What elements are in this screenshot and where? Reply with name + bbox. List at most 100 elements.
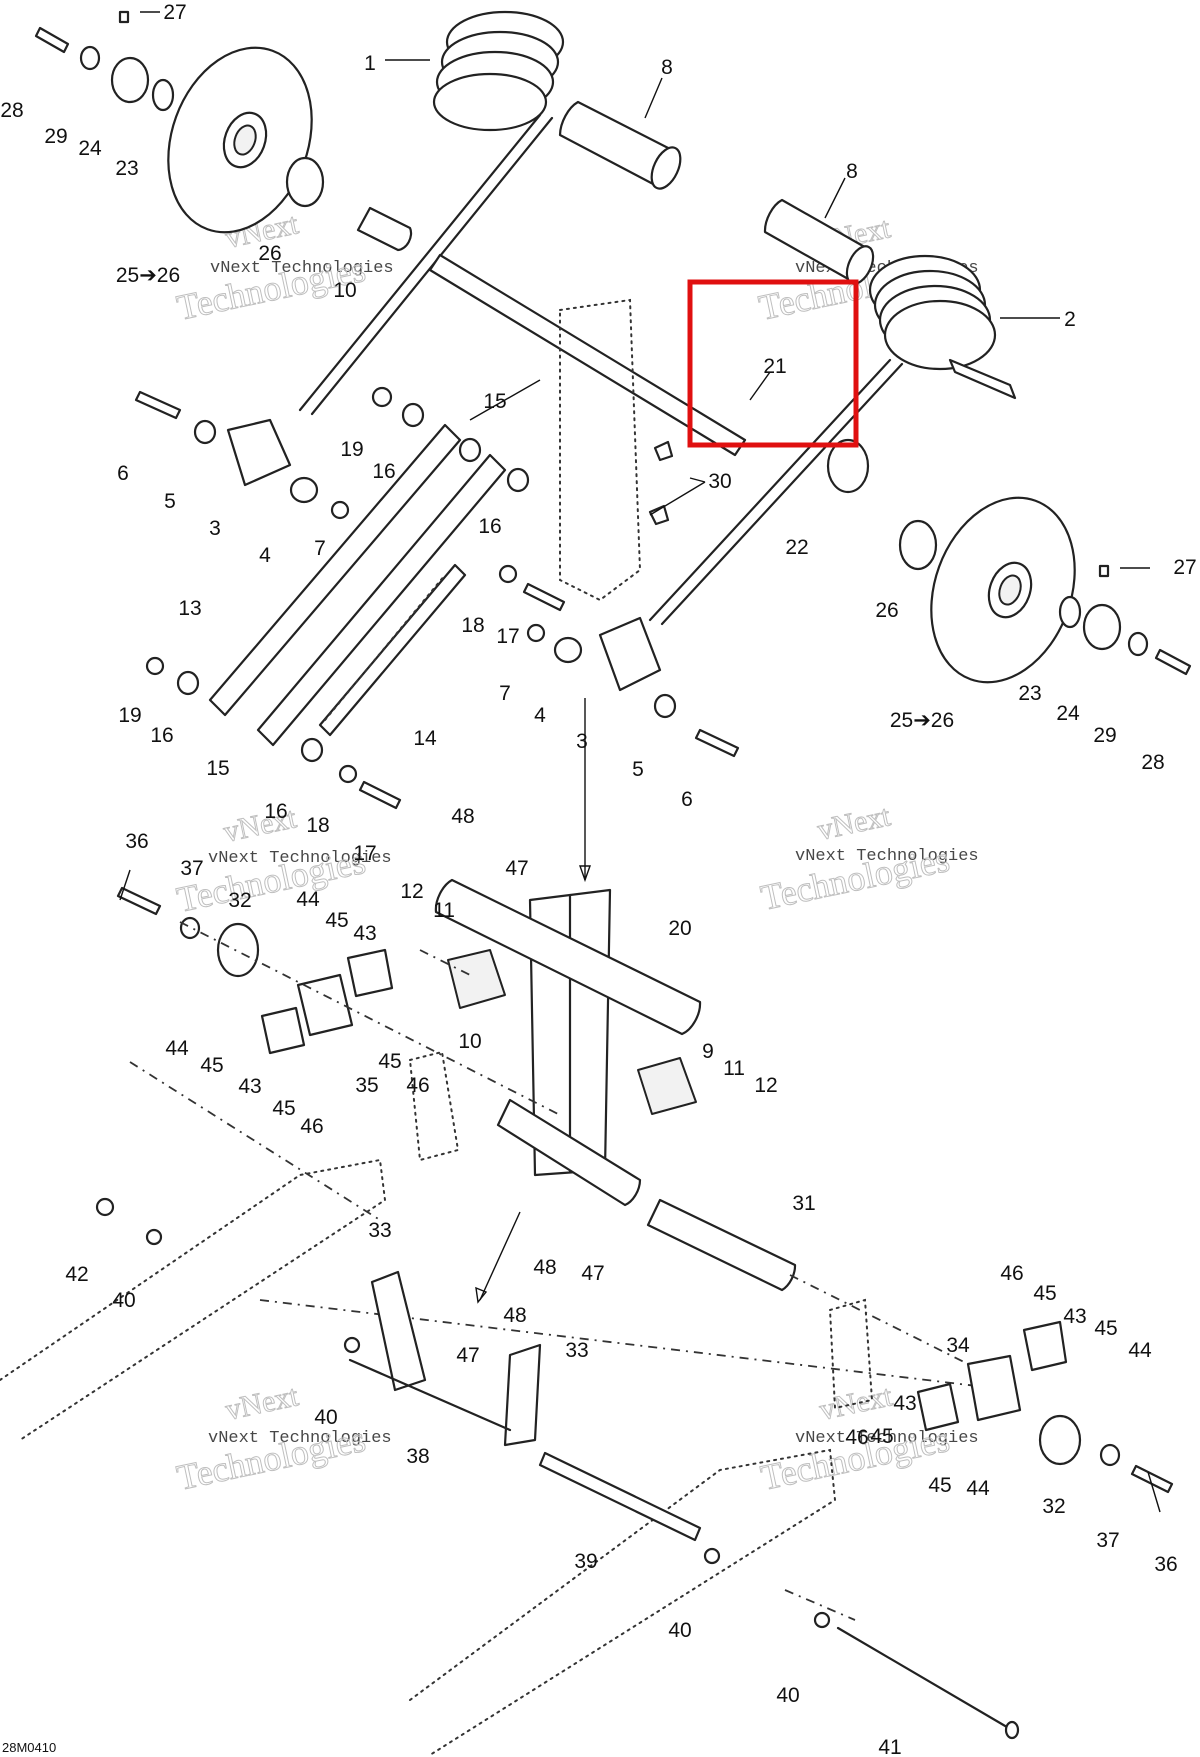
part-callout-c47b: 47 bbox=[581, 1262, 604, 1285]
bushing-16-bottom bbox=[176, 670, 200, 696]
set-screw-27 bbox=[118, 10, 130, 24]
rod-41-end bbox=[1004, 1720, 1020, 1740]
part-callout-c12b: 12 bbox=[754, 1074, 777, 1097]
watermark-text: vNext bbox=[223, 1379, 302, 1427]
nut-19-bottom bbox=[145, 656, 165, 676]
bearing-26b bbox=[898, 519, 938, 571]
washer-40-c bbox=[703, 1547, 721, 1565]
part-callout-c43c: 43 bbox=[1063, 1305, 1086, 1328]
watermark-text: vNext Technologies bbox=[795, 1429, 979, 1448]
block-9 bbox=[637, 1057, 697, 1115]
part-callout-c46d: 46 bbox=[845, 1426, 868, 1449]
upper-assembly bbox=[34, 10, 1192, 810]
part-callout-c43d: 43 bbox=[893, 1392, 916, 1415]
part-callout-c27b: 27 bbox=[1173, 556, 1196, 579]
part-callout-c25a: 25➔26 bbox=[116, 264, 180, 287]
part-callout-c37a: 37 bbox=[180, 857, 203, 880]
part-callout-c16d: 16 bbox=[264, 800, 287, 823]
bushing-16-top bbox=[401, 402, 425, 428]
part-callout-c30: 30 bbox=[708, 470, 731, 493]
part-callout-c10a: 10 bbox=[333, 279, 356, 302]
part-callout-c37b: 37 bbox=[1096, 1529, 1119, 1552]
part-callout-c44c: 44 bbox=[1128, 1339, 1152, 1362]
shaft-39 bbox=[538, 1451, 702, 1542]
mount-plate-left bbox=[408, 1050, 460, 1162]
part-callout-c11b: 11 bbox=[723, 1057, 745, 1080]
watermark-text: vNext Technologies bbox=[208, 1429, 392, 1448]
part-callout-c18a: 18 bbox=[461, 614, 484, 637]
watermark-4: vNext vNext Technologies Technologies bbox=[757, 799, 979, 919]
part-callout-c5a: 5 bbox=[164, 490, 176, 513]
part-callout-c45b: 45 bbox=[378, 1050, 401, 1073]
part-callout-c28b: 28 bbox=[1141, 751, 1164, 774]
part-callout-c14: 14 bbox=[413, 727, 437, 750]
part-callout-c43a: 43 bbox=[353, 922, 376, 945]
part-callout-c24a: 24 bbox=[78, 137, 102, 160]
part-callout-c21[interactable]: 21 bbox=[763, 355, 786, 378]
part-callout-c12a: 12 bbox=[400, 880, 423, 903]
washer-18-top bbox=[498, 564, 518, 584]
watermark-text: vNext bbox=[817, 1379, 896, 1427]
tube-lower bbox=[496, 1098, 642, 1207]
bracket-38b bbox=[503, 1343, 542, 1447]
part-callout-c8b: 8 bbox=[846, 160, 858, 183]
part-callout-c38: 38 bbox=[406, 1445, 429, 1468]
part-callout-c45f: 45 bbox=[1094, 1317, 1117, 1340]
nut-19-top bbox=[371, 386, 393, 408]
part-callout-c44a: 44 bbox=[296, 888, 320, 911]
bushing-32-right bbox=[1038, 1414, 1082, 1466]
spacer-24 bbox=[110, 56, 150, 104]
link-bar-13 bbox=[256, 453, 507, 747]
ring-23b bbox=[1058, 595, 1082, 629]
part-callout-c26b: 26 bbox=[875, 599, 898, 622]
block-43-right-top bbox=[1022, 1320, 1068, 1372]
part-callout-c4b: 4 bbox=[534, 704, 546, 727]
part-callout-c36b: 36 bbox=[1154, 1553, 1177, 1576]
screw-30-a bbox=[653, 440, 674, 462]
tube-20 bbox=[434, 878, 702, 1036]
figure-reference-code: 28M0410 bbox=[2, 1740, 56, 1755]
part-callout-c18b: 18 bbox=[306, 814, 329, 837]
part-callout-c45c: 45 bbox=[200, 1054, 223, 1077]
lower-assembly bbox=[0, 1158, 1174, 1756]
part-callout-c28a: 28 bbox=[0, 99, 23, 122]
part-callout-c40b: 40 bbox=[314, 1406, 337, 1429]
shock-14-thread bbox=[324, 574, 446, 721]
part-callout-c45d: 45 bbox=[272, 1097, 295, 1120]
part-callout-c32a: 32 bbox=[228, 889, 251, 912]
part-callout-c45h: 45 bbox=[928, 1474, 951, 1497]
bolt-28 bbox=[34, 26, 70, 54]
part-callout-c5b: 5 bbox=[632, 758, 644, 781]
part-callout-c45g: 45 bbox=[870, 1425, 893, 1448]
nut-7-right bbox=[526, 623, 546, 643]
part-callout-c29a: 29 bbox=[44, 125, 67, 148]
idler-wheel-right bbox=[930, 496, 1076, 684]
part-callout-c23a: 23 bbox=[115, 157, 138, 180]
bracket-34 bbox=[966, 1354, 1022, 1422]
part-callout-c3b: 3 bbox=[576, 730, 588, 753]
part-callout-c31: 31 bbox=[792, 1192, 815, 1215]
part-callout-c3a: 3 bbox=[209, 517, 221, 540]
part-callout-c19b: 19 bbox=[118, 704, 141, 727]
part-callout-c7b: 7 bbox=[499, 682, 511, 705]
part-callout-c16c: 16 bbox=[150, 724, 173, 747]
nut-7-left bbox=[330, 500, 350, 520]
set-screw-27b bbox=[1098, 564, 1110, 578]
part-callout-c47c: 47 bbox=[456, 1344, 479, 1367]
part-callout-c44d: 44 bbox=[966, 1477, 990, 1500]
highlight-box[interactable] bbox=[687, 279, 859, 448]
part-callout-c32b: 32 bbox=[1042, 1495, 1065, 1518]
part-callout-c15b: 15 bbox=[206, 757, 229, 780]
bracket-38 bbox=[370, 1270, 427, 1392]
watermark-text: vNext Technologies bbox=[795, 847, 979, 866]
washer-37-right bbox=[1099, 1443, 1121, 1467]
rail-right bbox=[409, 1448, 837, 1756]
part-callout-c11a: 11 bbox=[433, 899, 455, 922]
bushing-3-right bbox=[598, 616, 662, 692]
bolt-17-bottom bbox=[358, 780, 402, 810]
tube-8-lower bbox=[763, 198, 875, 285]
part-callout-c46c: 46 bbox=[300, 1115, 323, 1138]
spring-2 bbox=[648, 254, 1017, 626]
part-callout-c6b: 6 bbox=[681, 788, 693, 811]
